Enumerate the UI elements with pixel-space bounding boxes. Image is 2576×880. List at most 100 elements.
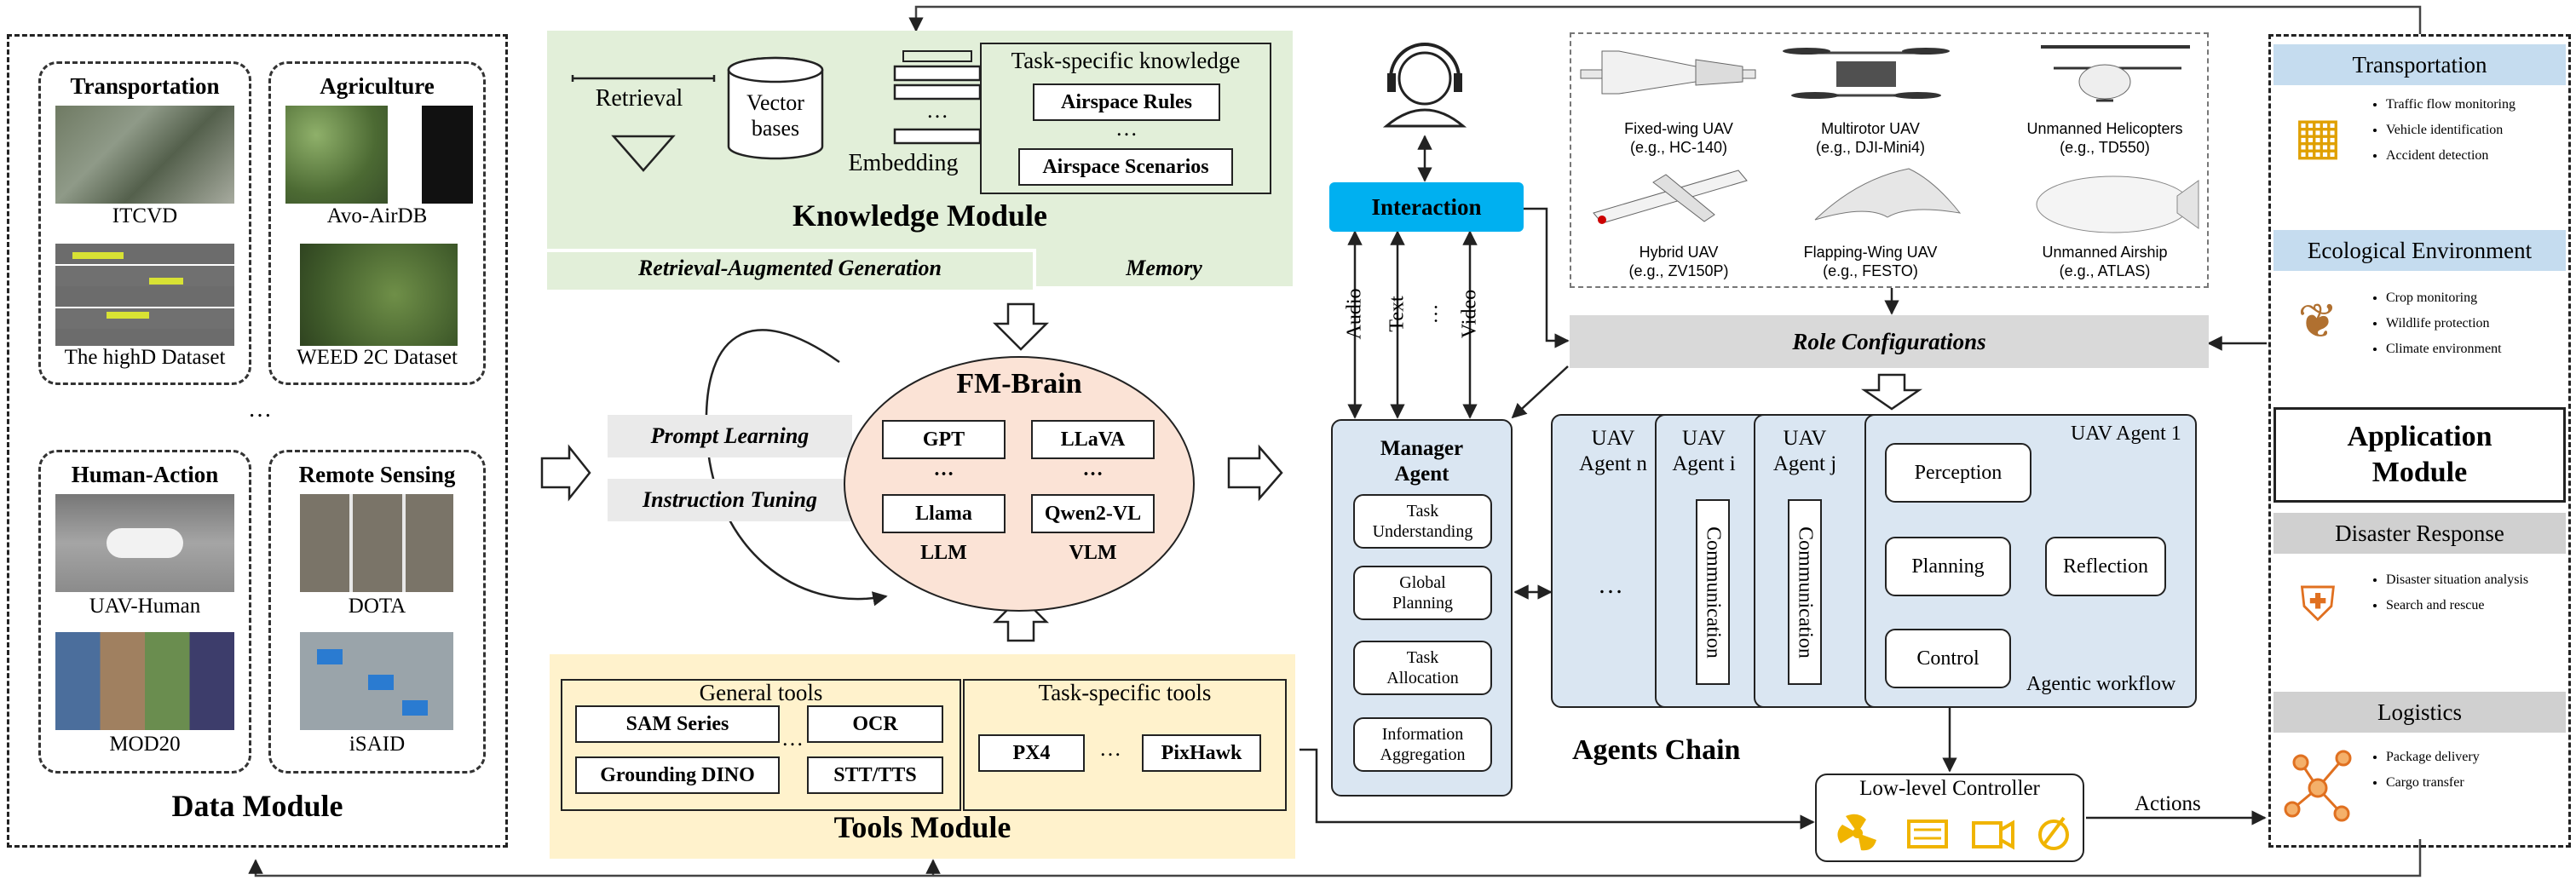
vlm-label: VLM xyxy=(1069,542,1117,564)
bottom-feedback-line xyxy=(248,839,2422,877)
data-group-title: Agriculture xyxy=(320,73,435,99)
task-knowledge-box xyxy=(980,43,1271,194)
uav-type-example: (e.g., ZV150P) xyxy=(1628,262,1729,279)
interaction-box: Interaction xyxy=(1329,182,1524,232)
shield-disaster-icon: ⛨ xyxy=(2300,577,2336,632)
avo-airdb-mask xyxy=(388,106,473,204)
prompt-learning-label: Prompt Learning xyxy=(650,423,810,448)
brain-to-agents-hollow-arrow xyxy=(1227,444,1283,502)
uav-agent-j-label: UAV Agent j xyxy=(1772,427,1837,475)
data-group-agriculture xyxy=(268,61,486,385)
global-planning-box: Global Planning xyxy=(1353,566,1492,620)
general-tools-dots: … xyxy=(781,726,804,751)
app-bullet: Climate environment xyxy=(2386,336,2502,362)
app-bullet: Disaster situation analysis xyxy=(2386,567,2528,593)
agents-dots: … xyxy=(1598,571,1623,599)
app-bullets-disaster: Disaster situation analysis Search and r… xyxy=(2369,567,2528,618)
seedling-icon: ❦ xyxy=(2297,294,2338,349)
llm-label: LLM xyxy=(920,542,967,564)
uav-type-name: Unmanned Airship xyxy=(2042,244,2168,261)
uav-type-multirotor: Multirotor UAV (e.g., DJI-Mini4) xyxy=(1794,119,1947,157)
role-configurations-label: Role Configurations xyxy=(1792,328,1986,354)
model-qwen2-vl: Qwen2-VL xyxy=(1031,494,1155,533)
perception-box: Perception xyxy=(1885,443,2031,503)
embedding-label: Embedding xyxy=(848,150,959,176)
uav-agent-1-label: UAV Agent 1 xyxy=(2071,423,2181,445)
fan-icon xyxy=(1837,814,1876,851)
app-bullets-ecological: Crop monitoring Wildlife protection Clim… xyxy=(2369,285,2502,362)
uav-type-example: (e.g., HC-140) xyxy=(1629,139,1728,156)
isaid-image xyxy=(300,632,453,730)
instruction-tuning-label: Instruction Tuning xyxy=(643,487,817,512)
control-box: Control xyxy=(1885,629,2011,688)
application-module-title-box: Application Module xyxy=(2273,407,2566,503)
highd-image xyxy=(55,244,234,346)
dataset-label: MOD20 xyxy=(109,733,181,756)
uav-type-name: Multirotor UAV xyxy=(1821,120,1920,137)
uav-type-name: Hybrid UAV xyxy=(1639,244,1719,261)
information-aggregation-box: Information Aggregation xyxy=(1353,717,1492,772)
communication-box-j xyxy=(1788,499,1822,685)
multirotor-uav-image xyxy=(1783,48,1950,99)
task-tools-title: Task-specific tools xyxy=(1038,680,1212,705)
app-section-header: Disaster Response xyxy=(2273,513,2566,554)
mod20-image xyxy=(55,632,234,730)
camera-icon xyxy=(1972,820,2014,850)
llm-dots: … xyxy=(933,458,954,480)
dota-image xyxy=(300,494,453,592)
airspace-rules-box: Airspace Rules xyxy=(1033,83,1220,121)
instruction-tuning-band xyxy=(608,479,852,521)
role-to-manager-arrow xyxy=(1511,365,1569,419)
planning-box: Planning xyxy=(1885,537,2011,596)
tool-stt-tts: STT/TTS xyxy=(807,756,943,794)
hybrid-uav-image xyxy=(1593,170,1748,224)
data-group-human-action xyxy=(38,450,251,774)
app-bullets-transportation: Traffic flow monitoring Vehicle identifi… xyxy=(2369,92,2515,169)
itcvd-image xyxy=(55,106,234,204)
general-tools-title: General tools xyxy=(699,680,823,705)
uav-type-name: Unmanned Helicopters xyxy=(2026,120,2183,137)
tools-module-title: Tools Module xyxy=(833,810,1011,844)
embedding-dots: … xyxy=(926,98,948,123)
fm-brain-title: FM-Brain xyxy=(956,368,1082,400)
data-to-brain-hollow-arrow xyxy=(540,444,591,502)
dataset-label: Avo-AirDB xyxy=(326,204,428,227)
model-gpt: GPT xyxy=(882,420,1006,459)
app-bullet: Cargo transfer xyxy=(2386,770,2480,796)
app-bullet: Traffic flow monitoring xyxy=(2386,92,2515,118)
weed-image xyxy=(300,244,458,346)
tool-px4: PX4 xyxy=(978,734,1085,772)
dataset-label: UAV-Human xyxy=(89,595,201,618)
app-section-header: Logistics xyxy=(2273,692,2566,733)
interaction-label: Interaction xyxy=(1371,193,1482,220)
vector-bases-label: Vector bases xyxy=(746,90,804,141)
communication-box-i xyxy=(1696,499,1730,685)
role-configurations-band: Role Configurations xyxy=(1570,315,2209,368)
tool-ocr: OCR xyxy=(807,705,943,743)
rag-band xyxy=(547,249,1033,290)
tool-pixhawk: PixHawk xyxy=(1142,734,1261,772)
prompt-learning-band xyxy=(608,415,852,457)
retrieval-funnel xyxy=(611,135,676,172)
task-understanding-box: Task Understanding xyxy=(1353,494,1492,549)
retrieval-label: Retrieval xyxy=(595,85,683,112)
city-bus-icon: ▦ xyxy=(2293,106,2343,166)
app-bullet: Package delivery xyxy=(2386,745,2480,770)
vector-cylinder xyxy=(727,70,824,160)
airship-uav-image xyxy=(2036,175,2199,233)
uav-agent-n-label: UAV Agent n xyxy=(1579,427,1647,475)
data-group-transportation xyxy=(38,61,251,385)
model-llama: Llama xyxy=(882,494,1006,533)
agentic-workflow-label: Agentic workflow xyxy=(2026,673,2176,695)
dataset-label: The highD Dataset xyxy=(64,346,226,369)
app-bullets-logistics: Package delivery Cargo transfer xyxy=(2369,745,2480,796)
app-bullet: Vehicle identification xyxy=(2386,118,2515,143)
uav-type-helicopter: Unmanned Helicopters (e.g., TD550) xyxy=(2020,119,2190,157)
uav-type-hybrid: Hybrid UAV (e.g., ZV150P) xyxy=(1602,243,1755,280)
rag-label: Retrieval-Augmented Generation xyxy=(637,256,942,280)
tools-to-controller-arrow xyxy=(1300,748,1815,830)
data-module-title: Data Module xyxy=(171,789,343,823)
